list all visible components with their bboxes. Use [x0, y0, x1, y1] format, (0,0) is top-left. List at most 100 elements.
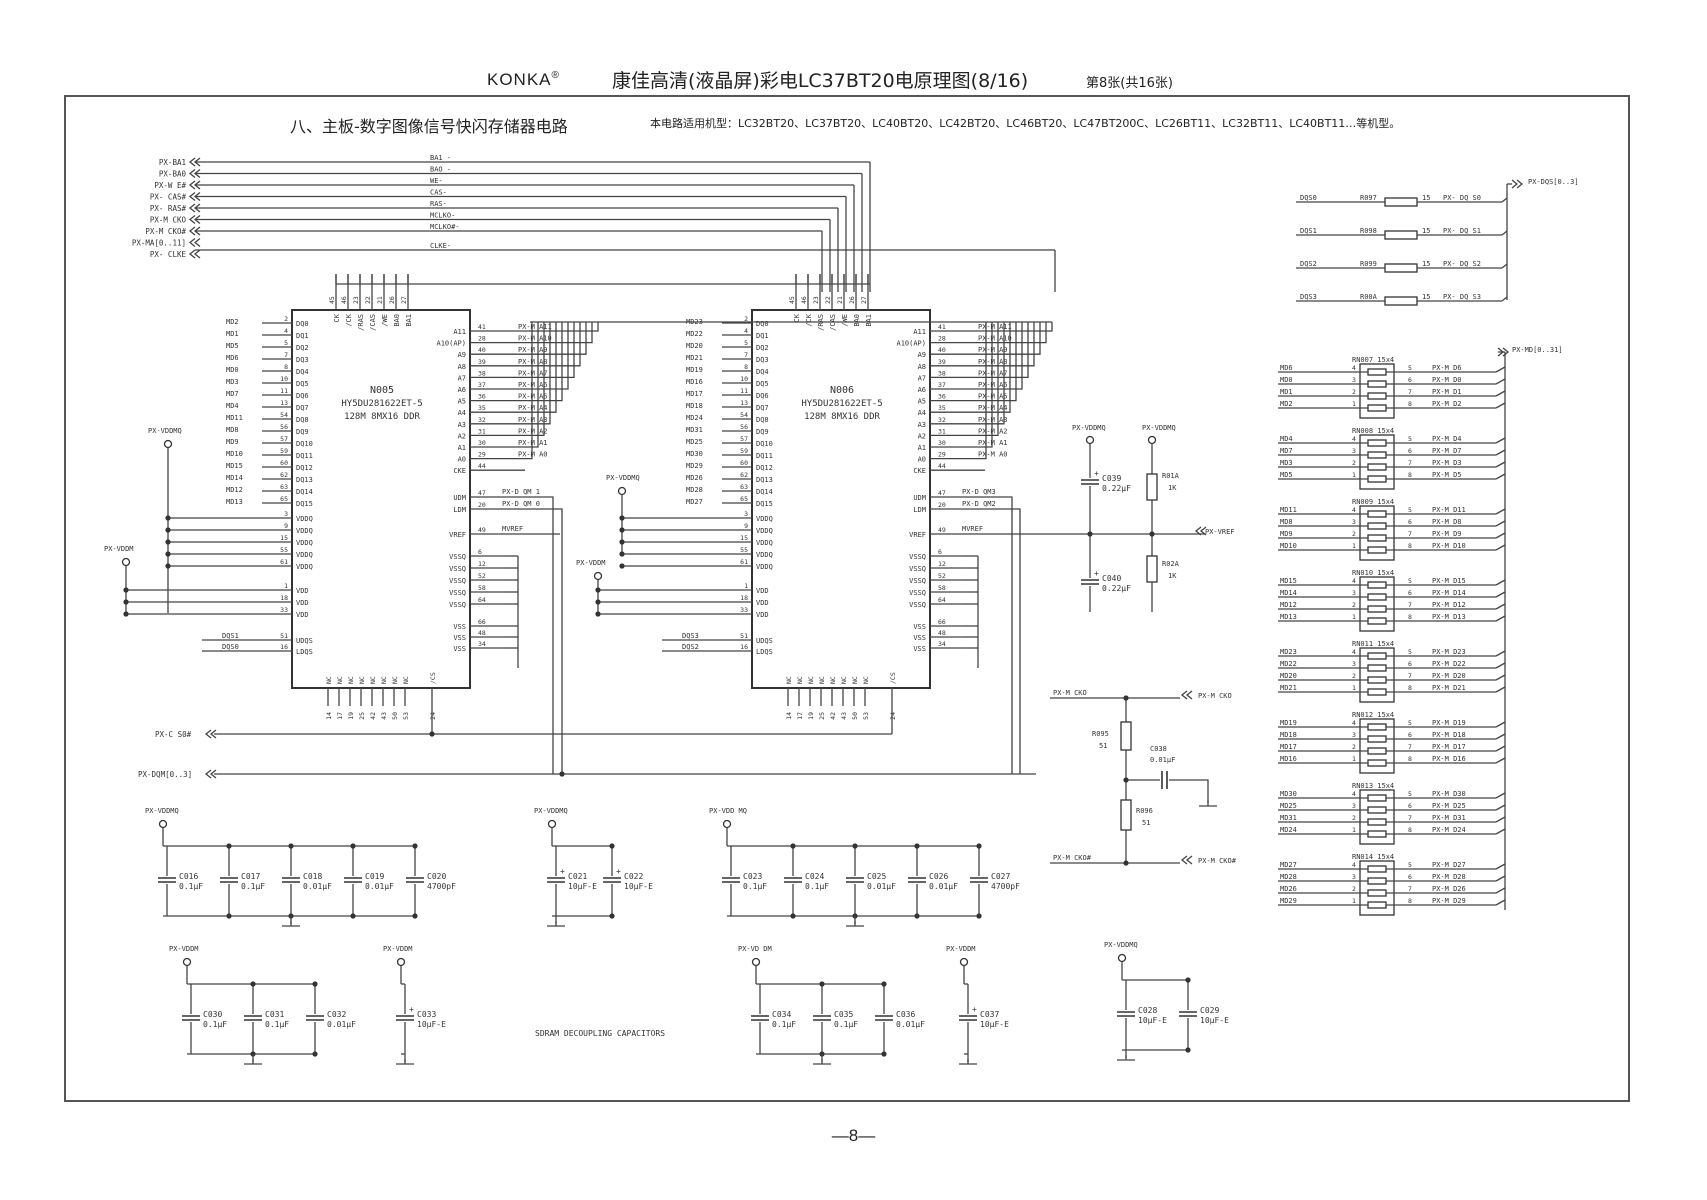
pin-name: NC: [391, 676, 399, 684]
dq-net: MD24: [686, 414, 703, 422]
rn-in-net: MD21: [1280, 684, 1297, 692]
pin-name: VREF: [909, 531, 926, 539]
junction-dot: [429, 731, 435, 737]
pin-num: 47: [478, 489, 486, 497]
junction-dot: [976, 913, 982, 919]
power-terminal: [1117, 953, 1127, 963]
pin-name: A10(AP): [896, 340, 926, 348]
pin-name: VDDQ: [296, 515, 313, 523]
resistor: [1120, 799, 1132, 831]
dqs-net: DQS3: [682, 632, 699, 640]
ground-icon: [846, 921, 864, 927]
pin-name: LDM: [913, 506, 926, 514]
clk-label: PX-M CKO: [1053, 689, 1087, 697]
addr-bus: [525, 322, 581, 367]
rn-in-net: MD22: [1280, 660, 1297, 668]
cap-ref: C026: [929, 872, 948, 881]
pin-num: 5: [744, 339, 748, 347]
connector-arrow-icon: [188, 237, 201, 248]
rn-ref: RN009 15x4: [1352, 498, 1394, 506]
rn-in-net: MD4: [1280, 435, 1293, 443]
resistor: [1146, 555, 1158, 583]
resistor-element: [1367, 735, 1387, 743]
rn-pin: 1: [1352, 897, 1356, 905]
rn-out-net: PX-M D21: [1432, 684, 1466, 692]
rn-out-net: PX-M D16: [1432, 755, 1466, 763]
power-terminal: [396, 957, 406, 967]
polarity-mark: +: [616, 867, 621, 876]
power-net: PX-VDDMQ: [606, 474, 640, 482]
chip-ref: N005: [370, 385, 394, 396]
resistor-element: [1367, 451, 1387, 459]
rn-in-net: MD23: [1280, 648, 1297, 656]
junction-dot: [619, 551, 625, 557]
power-terminal: [751, 957, 761, 967]
pin-name: BA0: [393, 314, 401, 327]
pin-name: LDQS: [296, 648, 313, 656]
pin-num: 29: [938, 451, 946, 459]
rn-pin: 2: [1352, 459, 1356, 467]
rn-out: [1495, 662, 1506, 669]
rn-out: [1495, 804, 1506, 811]
res-value: 1K: [1168, 572, 1177, 580]
addr-bus: [985, 322, 999, 437]
junction-dot: [226, 913, 232, 919]
rn-pin: 7: [1408, 814, 1412, 822]
pin-num: 49: [938, 526, 946, 534]
pin-num: 55: [740, 546, 748, 554]
rn-pin: 3: [1352, 660, 1356, 668]
addr-bus: [525, 322, 563, 402]
pin-num: 64: [478, 596, 486, 604]
addr-net: PX-M A3: [978, 416, 1008, 424]
resistor: [1384, 230, 1418, 240]
cap-value: 10μF-E: [1200, 1016, 1229, 1025]
rn-out-net: PX-M D26: [1432, 885, 1466, 893]
junction-dot: [595, 599, 601, 605]
pin-num: 58: [938, 584, 946, 592]
misc-net: MVREF: [962, 525, 983, 533]
dq-net: MD7: [226, 390, 239, 398]
rn-in-net: MD14: [1280, 589, 1297, 597]
rn-pin: 5: [1408, 506, 1412, 514]
pin-num: 64: [938, 596, 946, 604]
rn-out: [1495, 402, 1506, 409]
header: KONKA® 康佳高清(液晶屏)彩电LC37BT20电原理图(8/16) 第8张…: [0, 64, 1707, 94]
ground-icon: [282, 921, 300, 927]
pin-name: DQ13: [296, 476, 313, 484]
pin-num: 11: [740, 387, 748, 395]
pin-num: 25: [358, 712, 366, 720]
pin-name: LDM: [453, 506, 466, 514]
pin-name: A11: [913, 328, 926, 336]
rn-pin: 4: [1352, 719, 1356, 727]
rn-in-net: MD11: [1280, 506, 1297, 514]
rn-pin: 1: [1352, 471, 1356, 479]
pin-num: 16: [740, 643, 748, 651]
rn-out-net: PX-M D4: [1432, 435, 1462, 443]
junction-dot: [914, 843, 920, 849]
rn-in-net: MD8: [1280, 518, 1293, 526]
pin-num: 32: [938, 416, 946, 424]
pin-num: 4: [284, 327, 288, 335]
misc-net: PX-D QM 0: [502, 500, 540, 508]
chip-desc: 128M 8MX16 DDR: [344, 412, 420, 422]
rn-pin: 4: [1352, 506, 1356, 514]
junction-dot: [595, 611, 601, 617]
addr-net: PX-M A6: [518, 381, 548, 389]
pin-name: A5: [458, 398, 466, 406]
junction-dot: [609, 913, 615, 919]
addr-bus: [985, 322, 1047, 344]
rn-pin: 1: [1352, 755, 1356, 763]
rn-pin: 5: [1408, 861, 1412, 869]
rn-out-net: PX-M D18: [1432, 731, 1466, 739]
pin-num: 38: [478, 369, 486, 377]
addr-bus: [985, 322, 1005, 425]
res-value: 51: [1142, 819, 1150, 827]
pin-name: A7: [458, 374, 466, 382]
addr-net: PX-M A2: [978, 427, 1008, 435]
cap-ref: C035: [834, 1010, 853, 1019]
pin-num: 52: [938, 572, 946, 580]
pin-name: A5: [918, 398, 926, 406]
pin-name: A9: [458, 351, 466, 359]
resistor-element: [1367, 546, 1387, 554]
dq-net: MD19: [686, 366, 703, 374]
